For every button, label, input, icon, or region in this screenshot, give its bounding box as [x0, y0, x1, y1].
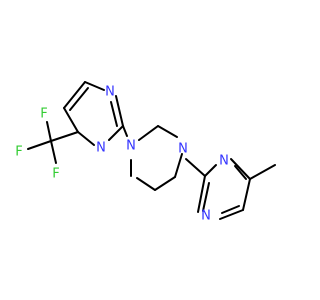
bond — [230, 158, 251, 180]
bond — [77, 131, 95, 146]
atom-f-bottom: F — [52, 167, 59, 182]
atom-n-lower-bottom: N — [201, 209, 211, 224]
bond — [249, 164, 276, 180]
bond — [202, 182, 210, 212]
trifluoromethyl-pyrimidine-ring — [27, 81, 124, 164]
bond — [63, 107, 79, 133]
bond — [204, 164, 217, 177]
bond — [197, 175, 206, 213]
bond — [185, 158, 206, 177]
bond — [174, 153, 183, 178]
atom-n-upper-bottom: N — [96, 141, 106, 156]
molecule-diagram: N N N N N N F F F — [15, 81, 276, 224]
bond — [242, 178, 251, 211]
structure-svg: N N N N N N F F F — [15, 81, 276, 224]
bond — [27, 140, 52, 150]
atom-f-top: F — [40, 107, 47, 122]
methyl-pyrimidine-ring — [185, 158, 276, 220]
bond — [219, 209, 244, 220]
bond — [50, 140, 57, 164]
atom-f-left: F — [15, 145, 22, 160]
bond — [69, 87, 89, 111]
bond — [84, 81, 105, 91]
bond — [234, 165, 247, 180]
atom-n-lower-top: N — [219, 154, 229, 169]
bond — [50, 131, 79, 142]
bond — [110, 101, 118, 127]
atom-n-upper-top: N — [105, 85, 115, 100]
bond — [63, 81, 86, 109]
bond — [108, 125, 124, 141]
atom-n-piperazine-left: N — [126, 139, 136, 154]
piperazine-ring — [122, 125, 183, 191]
bond — [122, 125, 128, 137]
bond — [138, 125, 159, 141]
bond — [115, 95, 124, 127]
bond — [136, 177, 156, 191]
bond — [157, 125, 178, 138]
bond — [46, 121, 52, 142]
atom-labels: N N N N N N F F F — [15, 85, 229, 224]
bond — [154, 176, 176, 191]
atom-n-piperazine-right: N — [178, 142, 188, 157]
bond — [221, 205, 240, 214]
